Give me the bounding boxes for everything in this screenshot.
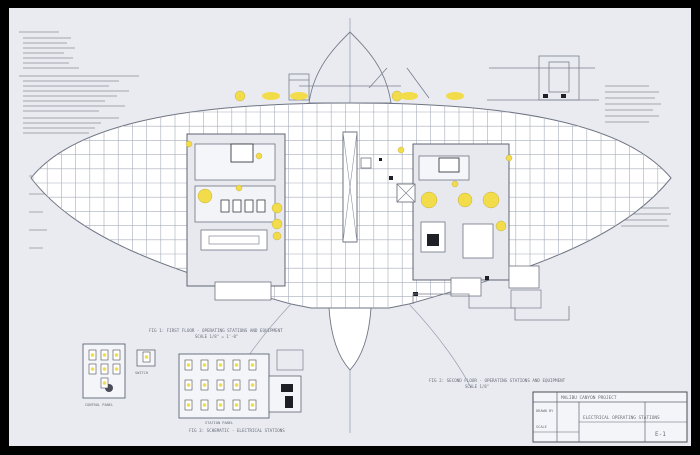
indicator-icon (250, 403, 255, 407)
cupola-outline (308, 31, 392, 104)
light-fixture-icon (272, 231, 282, 241)
caption-schematic: FIG 3: SCHEMATIC - ELECTRICAL STATIONS (189, 428, 285, 433)
indicator-icon (202, 383, 207, 387)
indicator-icon (102, 367, 107, 371)
wall-lamp-icon (262, 92, 280, 100)
lower-wing-right (408, 303, 472, 389)
caption-plan-left-scale: SCALE 1/8" = 1'-0" (195, 334, 238, 339)
indicator-icon (250, 383, 255, 387)
indicator-icon (202, 363, 207, 367)
architectural-drawing: FIG 1: FIRST FLOOR - OPERATING STATIONS … (19, 18, 688, 443)
upper-structure (288, 55, 599, 101)
light-fixture-icon (397, 146, 405, 154)
indicator-icon (202, 403, 207, 407)
light-fixture-icon (185, 140, 193, 148)
caption-plan-right: FIG 2: SECOND FLOOR - OPERATING STATIONS… (429, 378, 566, 383)
caption-panel-c: STATION PANEL (205, 421, 233, 425)
caption-panel-a: CONTROL PANEL (85, 403, 113, 407)
wall-lamp-icon (290, 92, 308, 100)
caption-plan-left: FIG 1: FIRST FLOOR - OPERATING STATIONS … (149, 328, 283, 333)
indicator-icon (186, 403, 191, 407)
light-fixture-icon (451, 180, 459, 188)
light-fixture-icon (505, 154, 513, 162)
indicator-icon (144, 355, 149, 359)
title-scale: SCALE (536, 425, 547, 429)
indicator-icon (234, 383, 239, 387)
indicator-icon (218, 363, 223, 367)
indicator-icon (90, 353, 95, 357)
stair-outline (412, 293, 570, 321)
light-fixture-icon (197, 188, 213, 204)
light-fixture-icon (482, 191, 500, 209)
indicator-icon (114, 367, 119, 371)
title-sheet-number: E-1 (655, 431, 666, 438)
indicator-icon (186, 383, 191, 387)
light-fixtures (185, 90, 513, 241)
indicator-icon (250, 363, 255, 367)
indicator-icon (102, 381, 107, 385)
general-notes (605, 85, 671, 227)
indicator-icon (186, 363, 191, 367)
light-fixture-icon (271, 218, 283, 230)
right-equipment-room (396, 143, 542, 309)
light-fixture-icon (234, 90, 246, 102)
caption-panel-b: SWITCH (135, 371, 148, 375)
light-fixture-icon (495, 220, 507, 232)
switch-array (88, 349, 257, 411)
left-equipment-room (186, 133, 286, 301)
indicator-icon (218, 403, 223, 407)
title-block (532, 391, 688, 443)
light-fixture-icon (420, 191, 438, 209)
caption-plan-right-scale: SCALE 1/8" (465, 384, 489, 389)
light-fixture-icon (457, 192, 473, 208)
indicator-icon (218, 383, 223, 387)
light-fixture-icon (255, 152, 263, 160)
wall-lamp-icon (446, 92, 464, 100)
indicator-icon (90, 367, 95, 371)
drawing-sheet: FIG 1: FIRST FLOOR - OPERATING STATIONS … (9, 8, 691, 446)
indicator-icon (234, 363, 239, 367)
center-shaft (342, 131, 372, 243)
indicator-icon (234, 403, 239, 407)
title-project-line: MALIBU CANYON PROJECT (561, 395, 617, 401)
title-drawn-by: DRAWN BY (536, 409, 554, 413)
lower-fin (328, 307, 372, 371)
light-fixture-icon (271, 202, 283, 214)
light-fixture-icon (235, 184, 243, 192)
wall-lamp-icon (400, 92, 418, 100)
title-sheet-title: ELECTRICAL OPERATING STATIONS (583, 415, 660, 421)
indicator-icon (102, 353, 107, 357)
indicator-icon (114, 353, 119, 357)
legend-notes (19, 31, 139, 249)
schematic-panel-b (178, 349, 304, 419)
